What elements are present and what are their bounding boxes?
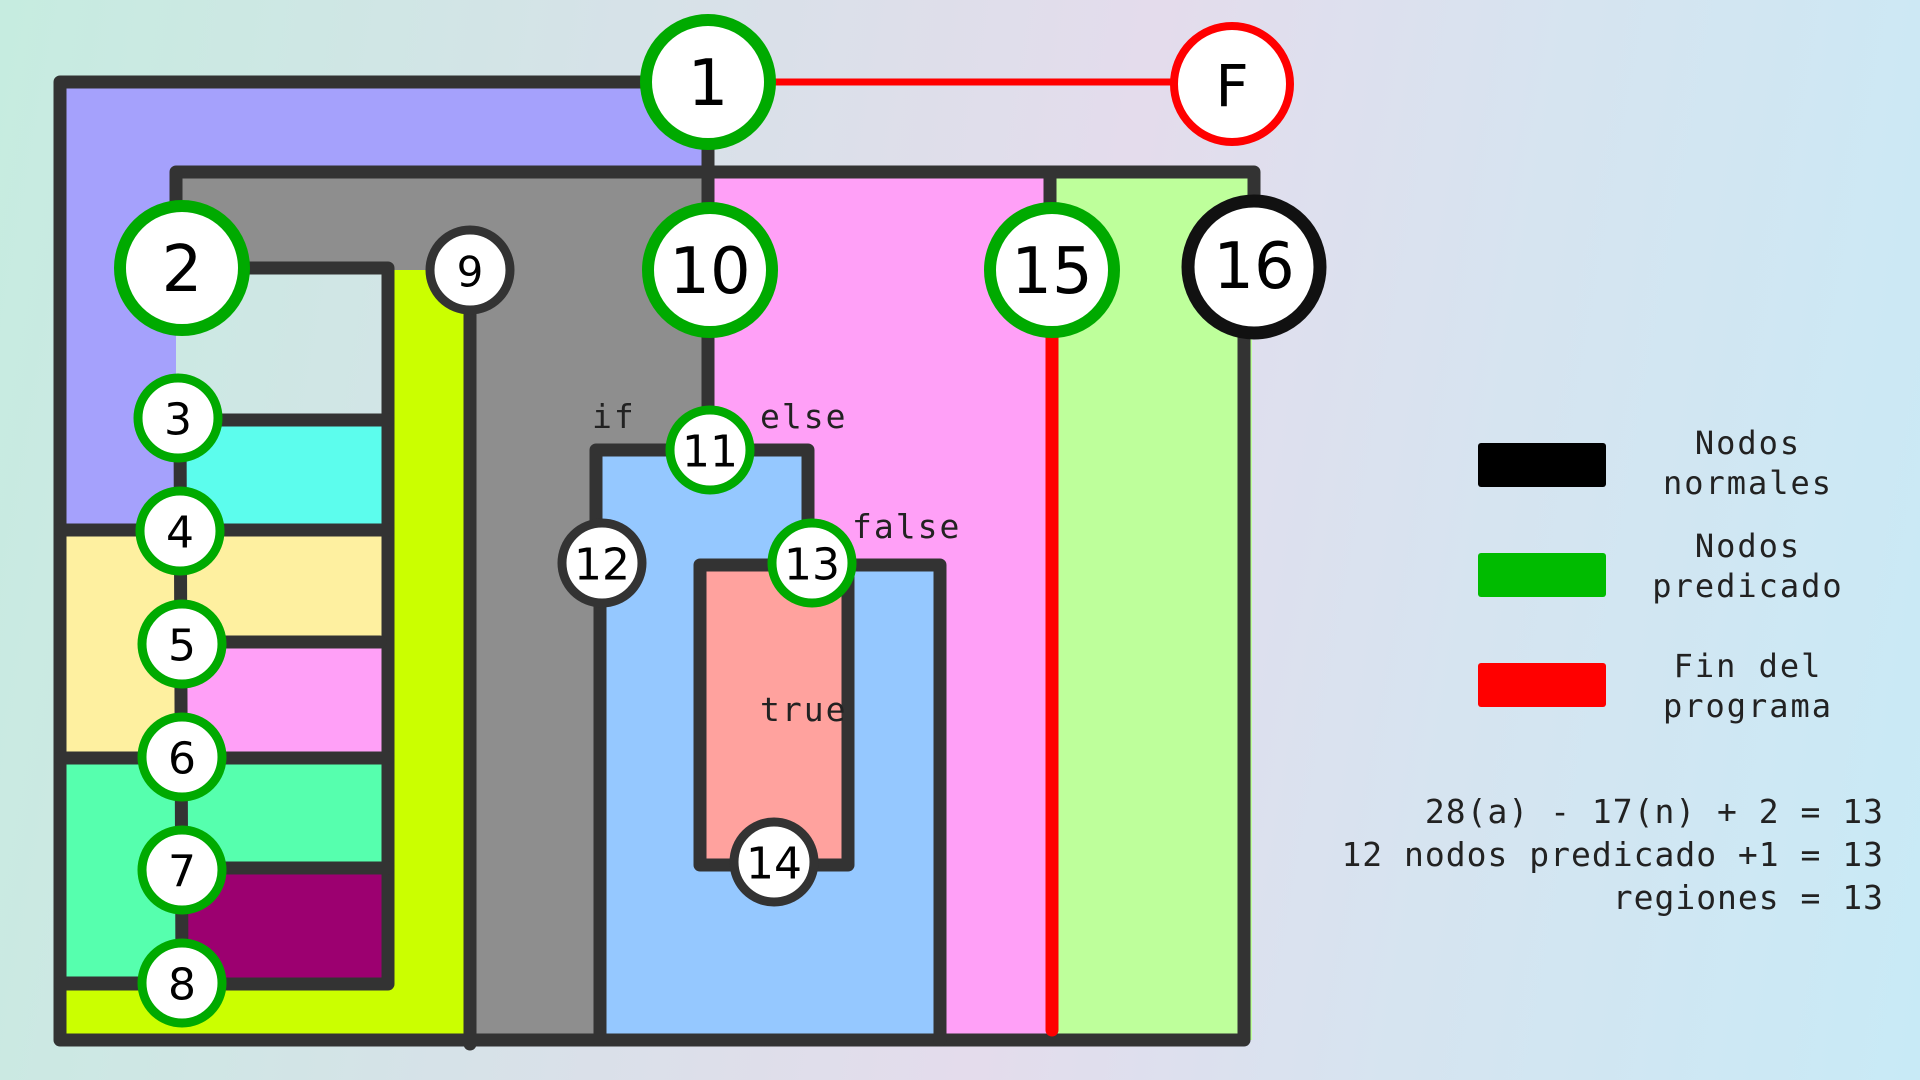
legend-end-line2: programa [1663,687,1833,725]
legend-swatch-predicate [1478,553,1606,597]
node-11: 11 [665,405,755,495]
edge-label-false: false [852,507,961,546]
legend-swatch-normal [1478,443,1606,487]
node-15-label: 15 [1011,235,1092,309]
edge-label-else: else [760,397,847,436]
node-3: 3 [133,373,223,463]
formula-line-3: regiones = 13 [1613,878,1884,917]
node-6: 6 [137,712,227,802]
formula-line-1: 28(a) - 17(n) + 2 = 13 [1425,792,1884,831]
node-3-label: 3 [164,395,192,446]
node-16-label: 16 [1213,230,1294,304]
legend-predicate-line1: Nodos [1695,527,1801,565]
node-2-label: 2 [162,233,203,307]
node-12: 12 [557,518,647,608]
node-11-label: 11 [682,427,738,478]
node-9-label: 9 [457,248,484,297]
node-16: 16 [1181,194,1327,340]
region-purple [60,82,708,530]
edge-outer-left [53,75,1251,1047]
node-10-label: 10 [669,235,750,309]
nodes: 1 F 2 9 10 15 16 3 [114,14,1327,1028]
legend-end-line1: Fin del [1674,647,1823,685]
legend: Nodos normales Nodos predicado Fin del p… [1478,424,1843,725]
region-pink-large [708,170,1050,1040]
node-14: 14 [729,817,819,907]
node-1: 1 [640,14,776,150]
legend-predicate-line2: predicado [1652,567,1843,605]
node-8-label: 8 [168,960,196,1011]
node-14-label: 14 [746,839,802,890]
formula-line-2: 12 nodos predicado +1 = 13 [1341,835,1884,874]
node-4-label: 4 [166,508,194,559]
region-yellow [60,530,388,758]
node-9: 9 [425,225,515,315]
node-13: 13 [767,518,857,608]
node-2: 2 [114,200,250,336]
legend-normal-line1: Nodos [1695,424,1801,462]
node-5: 5 [137,599,227,689]
region-mint [60,758,388,983]
node-7-label: 7 [168,847,196,898]
edge-label-if: if [592,397,636,436]
region-gray [176,170,708,1040]
region-salmon [700,565,848,865]
node-12-label: 12 [574,540,630,591]
node-6-label: 6 [168,734,196,785]
edge-13-true [693,558,855,872]
node-15: 15 [984,202,1120,338]
node-4: 4 [135,486,225,576]
node-7: 7 [137,825,227,915]
legend-normal-line2: normales [1663,464,1833,502]
node-5-label: 5 [168,621,196,672]
complexity-formulas: 28(a) - 17(n) + 2 = 13 12 nodos predicad… [1341,792,1884,917]
node-F-label: F [1215,52,1248,120]
edge-label-true: true [760,690,847,729]
node-F: F [1170,22,1294,146]
node-8: 8 [137,938,227,1028]
node-13-label: 13 [784,540,840,591]
node-10: 10 [642,202,778,338]
node-1-label: 1 [688,47,729,121]
legend-swatch-end [1478,663,1606,707]
